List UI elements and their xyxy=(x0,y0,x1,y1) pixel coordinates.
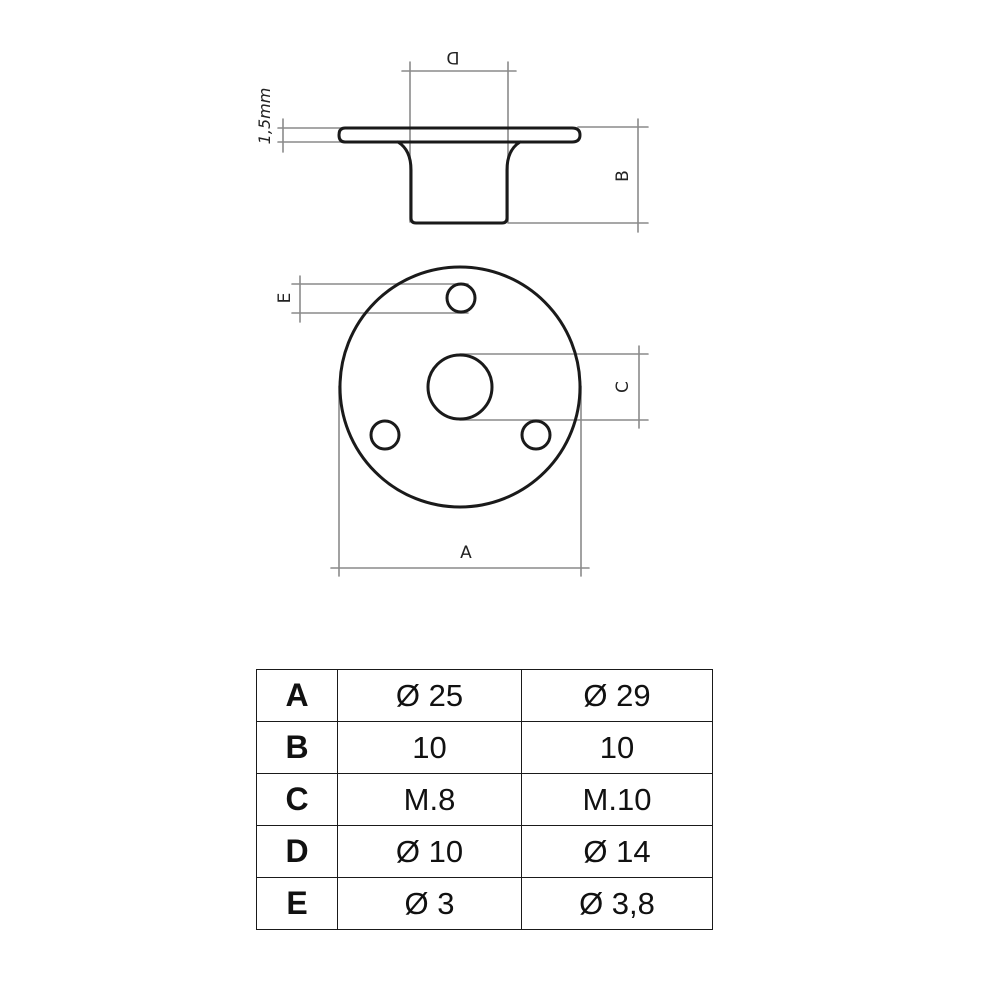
row-key: B xyxy=(256,721,338,774)
mounting-hole-left xyxy=(369,419,401,451)
row-key: D xyxy=(256,825,338,878)
row-key: E xyxy=(256,877,338,930)
mounting-hole-right xyxy=(520,419,552,451)
side-view: D 1,5mm B xyxy=(255,47,649,233)
technical-drawing: D 1,5mm B E C A xyxy=(255,47,649,577)
row-value-1: M.8 xyxy=(337,773,522,826)
top-view-outline xyxy=(338,265,582,509)
row-value-1: Ø 3 xyxy=(337,877,522,930)
side-view-outline xyxy=(337,126,582,225)
row-value-2: 10 xyxy=(521,721,713,774)
row-value-2: Ø 3,8 xyxy=(521,877,713,930)
row-key: C xyxy=(256,773,338,826)
table-row: C M.8 M.10 xyxy=(256,773,713,826)
table-row: A Ø 25 Ø 29 xyxy=(256,669,713,722)
dimension-table: A Ø 25 Ø 29 B 10 10 C M.8 M.10 D Ø 10 Ø … xyxy=(256,669,713,930)
table-row: D Ø 10 Ø 14 xyxy=(256,825,713,878)
row-value-2: M.10 xyxy=(521,773,713,826)
row-value-1: 10 xyxy=(337,721,522,774)
row-value-1: Ø 25 xyxy=(337,669,522,722)
top-view: E C A xyxy=(275,265,649,577)
table-row: B 10 10 xyxy=(256,721,713,774)
flange-circle xyxy=(338,265,582,509)
label-a: A xyxy=(460,543,472,563)
row-value-2: Ø 14 xyxy=(521,825,713,878)
side-view-dimension-lines xyxy=(277,61,649,233)
row-key: A xyxy=(256,669,338,722)
label-b: B xyxy=(613,170,633,182)
mounting-hole-top xyxy=(445,282,477,314)
center-bore xyxy=(426,353,494,421)
label-e: E xyxy=(275,293,295,304)
table-row: E Ø 3 Ø 3,8 xyxy=(256,877,713,930)
row-value-2: Ø 29 xyxy=(521,669,713,722)
row-value-1: Ø 10 xyxy=(337,825,522,878)
label-d: D xyxy=(446,47,459,67)
label-c: C xyxy=(613,381,633,393)
top-view-dimension-lines xyxy=(291,275,649,577)
label-thickness: 1,5mm xyxy=(255,88,274,145)
